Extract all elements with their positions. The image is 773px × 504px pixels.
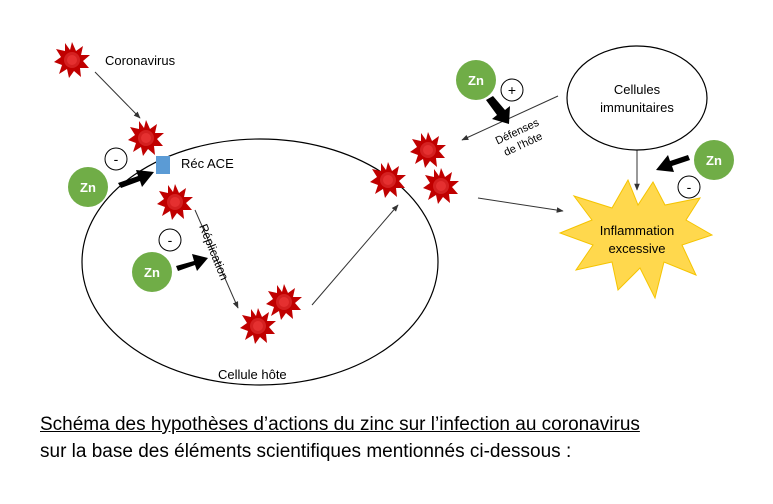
zinc-action-inflammation: Zn -: [656, 140, 734, 199]
receptor-label: Réc ACE: [181, 156, 234, 171]
zinc-label: Zn: [80, 180, 96, 195]
zinc-action-replication: Zn -: [132, 228, 208, 292]
inflammation-burst: [558, 178, 714, 300]
entry-arrow: [94, 71, 141, 119]
inhibit-sign-circle: [158, 228, 182, 252]
ace-receptor: [156, 156, 170, 174]
inhibit-sign: -: [114, 151, 119, 167]
block-arrow-icon: [176, 254, 208, 271]
stimulate-sign: +: [508, 82, 516, 98]
virus-binding: [128, 120, 164, 156]
caption-subtitle: sur la base des éléments scientifiques m…: [40, 441, 572, 462]
caption-title: Schéma des hypothèses d’actions du zinc …: [40, 414, 640, 435]
virus-replicated-1: [240, 308, 276, 344]
zinc-label: Zn: [468, 73, 484, 88]
immune-cells: [566, 45, 708, 151]
release-arrow: [311, 204, 399, 306]
replication-label: Réplication: [196, 222, 231, 282]
host-cell-label: Cellule hôte: [218, 367, 287, 382]
virus-released-3: [423, 168, 459, 204]
block-arrow-icon: [486, 96, 510, 124]
zinc-circle: [456, 60, 496, 100]
virus-replicated-2: [266, 284, 302, 320]
host-cell-membrane: [81, 138, 439, 386]
block-arrow-icon: [656, 155, 690, 172]
inhibit-sign: -: [687, 179, 692, 195]
zinc-circle: [694, 140, 734, 180]
stimulate-sign-circle: [500, 78, 524, 102]
zinc-coronavirus-diagram: Zn - Zn - Zn + Zn - Coronavirus Réc ACE …: [54, 42, 734, 386]
zinc-label: Zn: [144, 265, 160, 280]
virus-inside: [157, 184, 193, 220]
zinc-action-immune: Zn +: [456, 60, 524, 124]
zinc-action-entry: Zn -: [68, 147, 154, 207]
defense-arrow: [461, 95, 559, 141]
virus-released-2: [370, 162, 406, 198]
replication-arrow: [194, 209, 239, 309]
inhibit-sign: -: [168, 232, 173, 248]
block-arrow-icon: [118, 170, 154, 188]
inhibit-sign-circle: [104, 147, 128, 171]
coronavirus-label: Coronavirus: [105, 53, 176, 68]
virus-to-inflammation-arrow: [477, 197, 564, 213]
virus-released-1: [410, 132, 446, 168]
zinc-circle: [68, 167, 108, 207]
virus-outside: [54, 42, 90, 78]
zinc-label: Zn: [706, 153, 722, 168]
inflammation-label-line2: excessive: [608, 241, 665, 256]
zinc-circle: [132, 252, 172, 292]
immune-cells-label-line1: Cellules: [614, 82, 661, 97]
inflammation-label-line1: Inflammation: [600, 223, 674, 238]
immune-cells-label-line2: immunitaires: [600, 100, 674, 115]
inhibit-sign-circle: [677, 175, 701, 199]
